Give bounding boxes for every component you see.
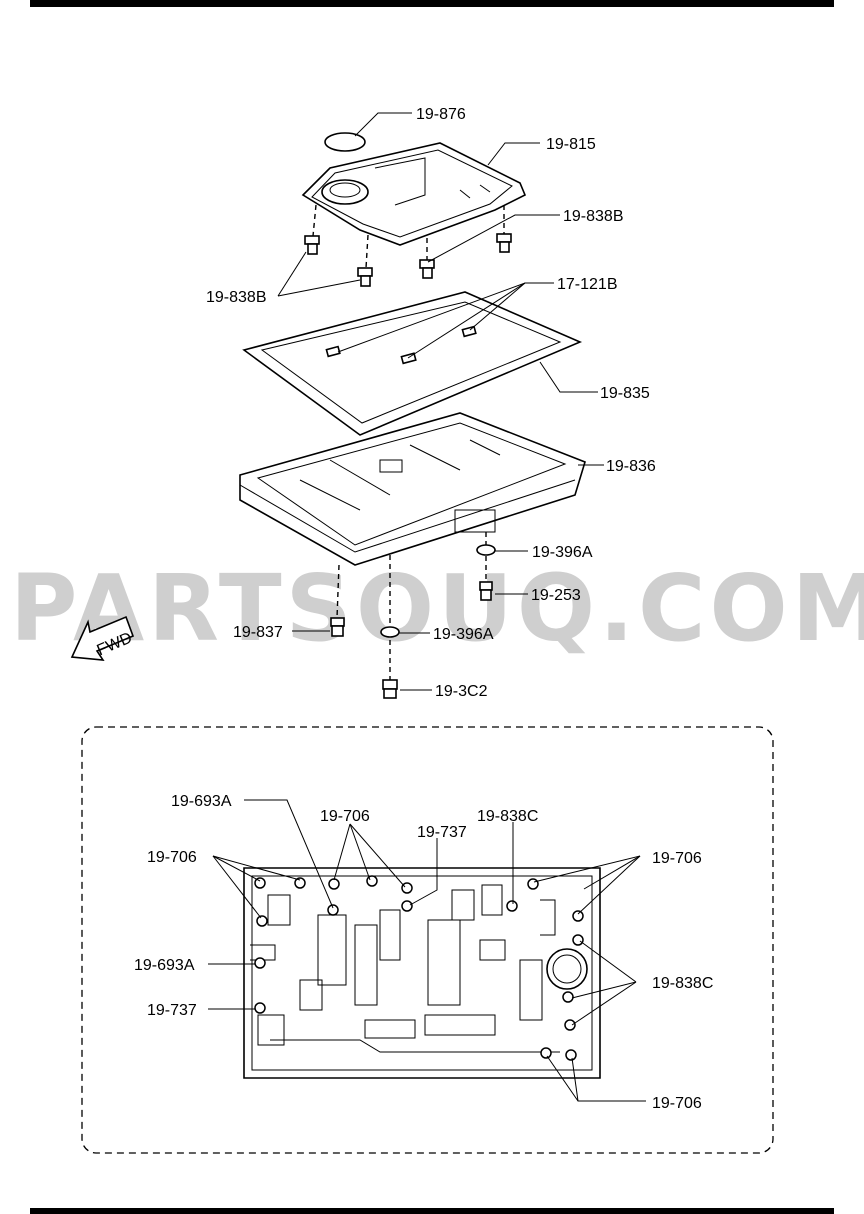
valve-body-bolt-group: [254, 875, 584, 1061]
top-rule: [30, 0, 834, 7]
bottom-rule: [30, 1208, 834, 1214]
callout-19-693a-top: 19-693A: [171, 793, 232, 810]
callout-19-835: 19-835: [600, 385, 650, 402]
callout-19-838c-right: 19-838C: [652, 975, 713, 992]
callout-19-737-left: 19-737: [147, 1002, 197, 1019]
oil-pan-gasket-part: [242, 291, 583, 436]
strainer-bolt-group: [304, 204, 512, 287]
o-ring-part: [324, 132, 366, 152]
callout-19-876: 19-876: [416, 106, 466, 123]
callout-19-706-left: 19-706: [147, 849, 197, 866]
watermark: PARTSOUQ.COM: [10, 555, 864, 662]
callout-19-838b-left: 19-838B: [206, 289, 267, 306]
callout-19-693a-left: 19-693A: [134, 957, 195, 974]
drain-plug-group: [330, 532, 496, 699]
detail-leader-lines: [208, 799, 646, 1102]
callout-19-396a-top: 19-396A: [532, 544, 593, 561]
callout-19-837: 19-837: [233, 624, 283, 641]
callout-19-3c2: 19-3C2: [435, 683, 488, 700]
callout-19-737-top: 19-737: [417, 824, 467, 841]
callout-19-838b-right: 19-838B: [563, 208, 624, 225]
oil-pan-part: [239, 412, 586, 566]
callout-19-396a-bottom: 19-396A: [433, 626, 494, 643]
oil-strainer-part: [301, 142, 527, 246]
callout-19-815: 19-815: [546, 136, 596, 153]
callout-19-253: 19-253: [531, 587, 581, 604]
callout-19-706-top: 19-706: [320, 808, 370, 825]
callout-19-706-right: 19-706: [652, 850, 702, 867]
callout-19-836: 19-836: [606, 458, 656, 475]
valve-body-part: [243, 867, 601, 1079]
callout-19-838c-top: 19-838C: [477, 808, 538, 825]
callout-19-706-bottom: 19-706: [652, 1095, 702, 1112]
callout-17-121b: 17-121B: [557, 276, 618, 293]
